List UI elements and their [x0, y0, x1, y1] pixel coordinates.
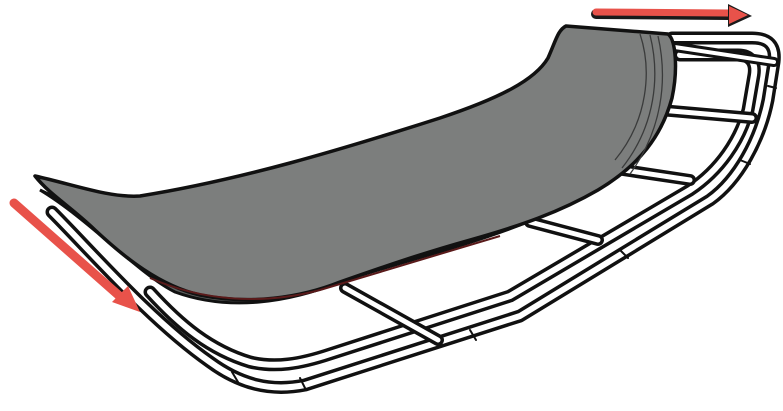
arrow-top-slide-icon: [596, 4, 752, 27]
